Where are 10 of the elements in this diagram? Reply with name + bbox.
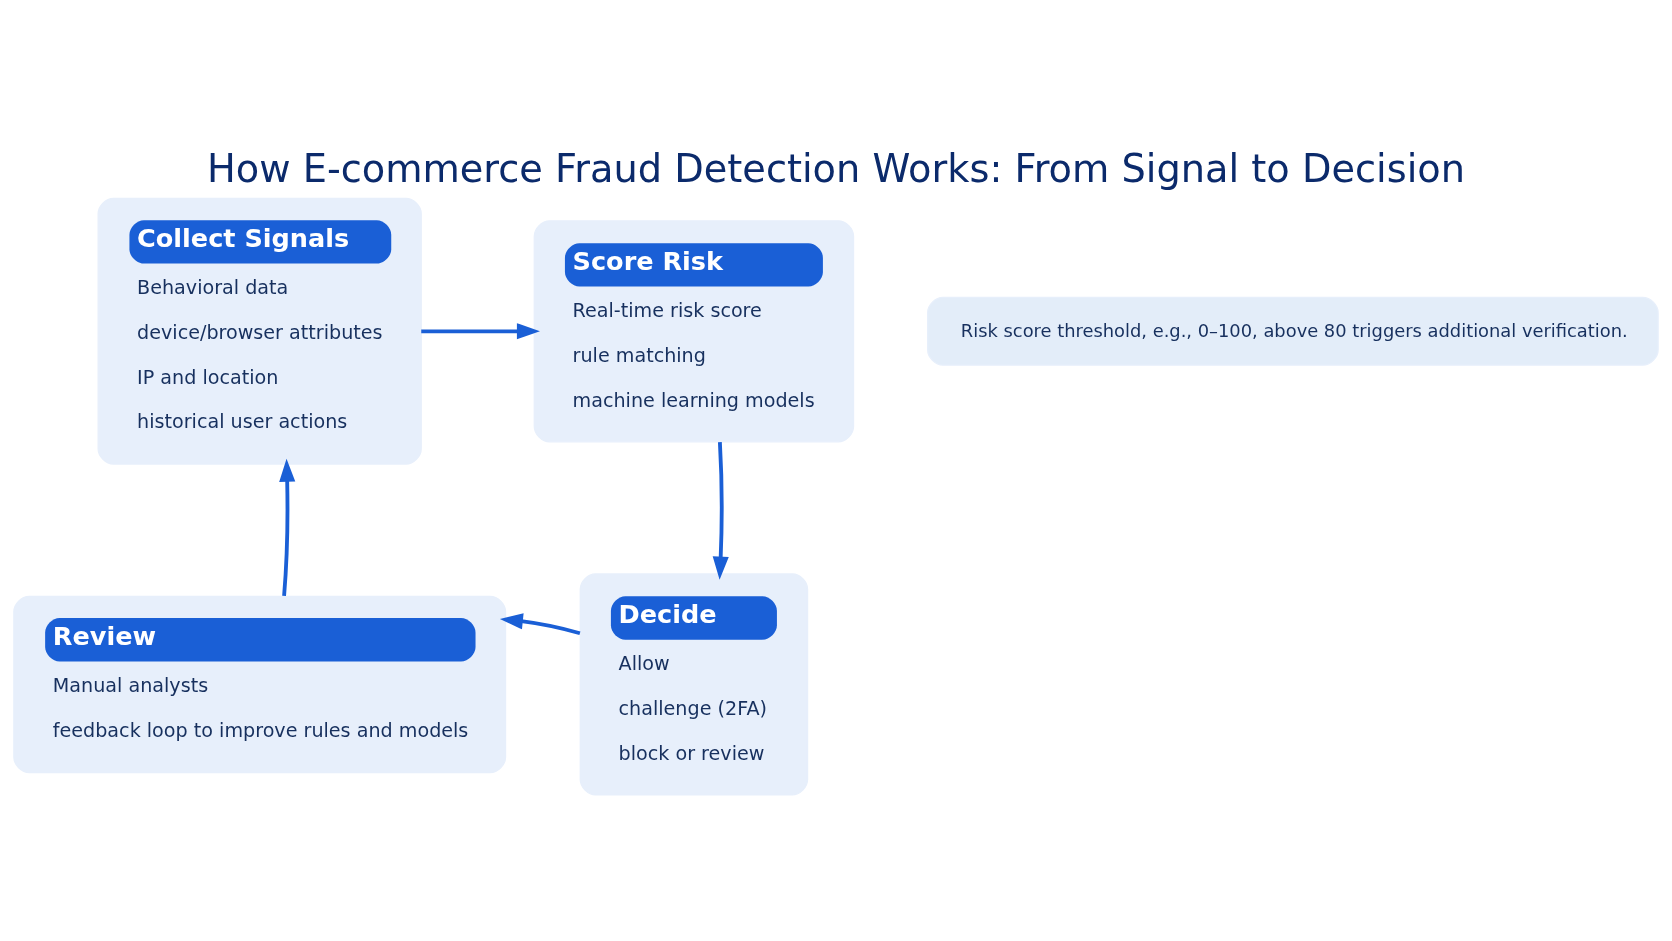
arrow <box>499 613 581 636</box>
arrow <box>712 441 729 580</box>
arrow <box>421 323 540 340</box>
node-box: Review Manual analysts feedback loop to improve rules and models <box>13 595 507 774</box>
arrow <box>279 458 296 596</box>
node-box: Risk score threshold, e.g., 0–100, above 80 triggers additional verification. <box>927 296 1659 366</box>
node-box: Score Risk Real-time risk score rule matching machine learning models <box>533 220 855 443</box>
node-box: Collect Signals Behavioral data device/browser attributes IP and location historical user actions <box>97 197 422 465</box>
diagram-title: How E-commerce Fraud Detection Works: From Signal to Decision <box>206 145 1466 191</box>
node-box: Decide Allow challenge (2FA) block or review <box>579 573 809 796</box>
